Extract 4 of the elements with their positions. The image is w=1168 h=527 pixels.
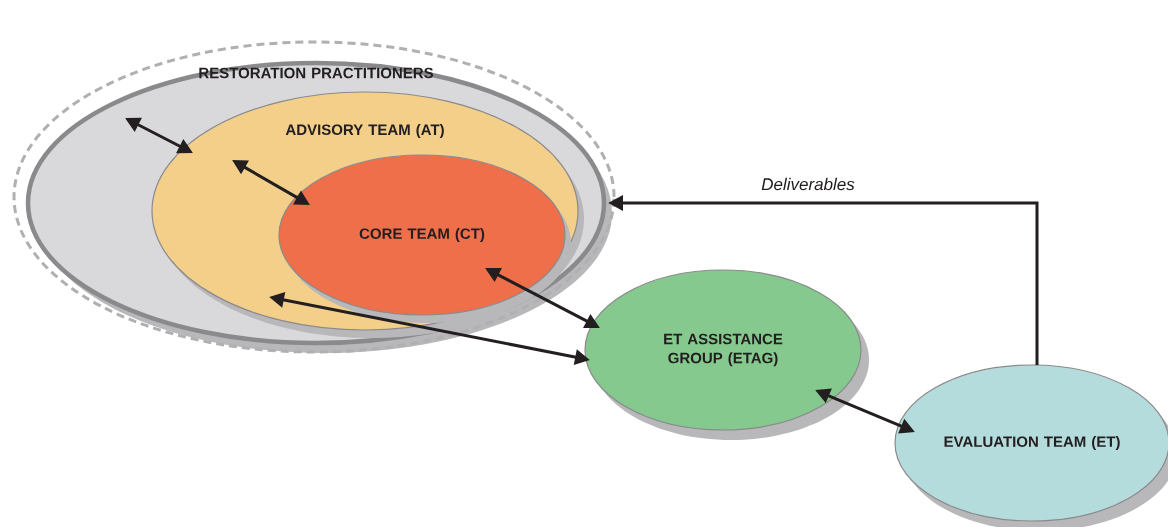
ellipse-node: EVALUATION TEAM (ET) [894, 364, 1168, 522]
edge-label: Deliverables [761, 177, 855, 191]
ellipse-node: CORE TEAM (CT) [278, 154, 566, 316]
ellipse-node: ET ASSISTANCE GROUP (ETAG) [584, 269, 862, 431]
